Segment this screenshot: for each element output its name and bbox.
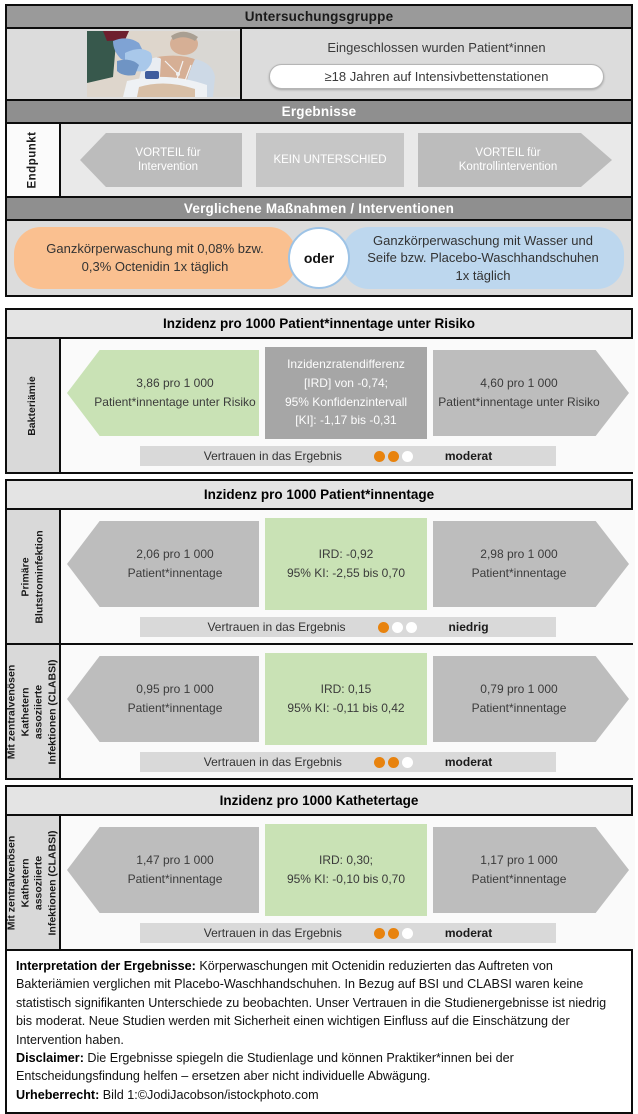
- footer-notes: Interpretation der Ergebnisse: Körperwas…: [5, 949, 633, 1114]
- section-title: Inzidenz pro 1000 Patient*innentage unte…: [7, 310, 631, 339]
- effect-estimate-box: Inzidenzratendifferenz [IRD] von -0,74; …: [265, 347, 427, 439]
- copyright-line: Urheberrecht: Bild 1:©JodiJacobson/istoc…: [16, 1087, 319, 1102]
- endpoint-legend-shapes: VORTEIL für Intervention KEIN UNTERSCHIE…: [61, 124, 631, 196]
- legend-arrow-intervention: VORTEIL für Intervention: [80, 133, 242, 187]
- confidence-dot-filled: [387, 450, 399, 462]
- interventions-row: Ganzkörperwaschung mit 0,08% bzw. 0,3% O…: [7, 221, 631, 295]
- confidence-dots: [373, 450, 413, 462]
- intervention-result-arrow: 0,95 pro 1 000 Patient*innentage: [67, 656, 259, 742]
- confidence-dot-empty: [401, 756, 413, 768]
- inclusion-info: Eingeschlossen wurden Patient*innen ≥18 …: [242, 29, 631, 99]
- control-result-arrow: 2,98 pro 1 000 Patient*innentage: [433, 521, 629, 607]
- outcome-row-bakteriaemie: Bakteriämie 3,86 pro 1 000 Patient*innen…: [7, 339, 635, 472]
- confidence-dot-filled: [373, 756, 385, 768]
- outcome-row-clabsi-catheter-days: Mit zentralvenösen Kathetern assoziierte…: [6, 816, 635, 949]
- confidence-bar: Vertrauen in das Ergebnis moderat: [140, 752, 556, 772]
- confidence-dots: [373, 927, 413, 939]
- study-group-block: Untersuchungsgruppe: [5, 4, 633, 101]
- oder-connector: oder: [288, 227, 350, 289]
- outcome-label-cell: Bakteriämie: [7, 339, 61, 472]
- confidence-dot-empty: [391, 621, 403, 633]
- confidence-dot-filled: [373, 450, 385, 462]
- patient-washing-photo: [87, 31, 240, 97]
- intervention-result-arrow: 3,86 pro 1 000 Patient*innentage unter R…: [67, 350, 259, 436]
- effect-estimate-box: IRD: 0,30; 95% KI: -0,10 bis 0,70: [265, 824, 427, 916]
- intervention-pill: Ganzkörperwaschung mit 0,08% bzw. 0,3% O…: [14, 227, 296, 289]
- inclusion-description: Eingeschlossen wurden Patient*innen: [327, 39, 546, 55]
- outcome-label-cell: Mit zentralvenösen Kathetern assoziierte…: [6, 816, 61, 949]
- confidence-dots: [373, 756, 413, 768]
- section-incidence-patient-days: Inzidenz pro 1000 Patient*innentage Prim…: [5, 479, 635, 780]
- outcome-label: Bakteriämie: [26, 375, 39, 436]
- disclaimer-paragraph: Disclaimer: Die Ergebnisse spiegeln die …: [16, 1050, 514, 1084]
- confidence-dot-filled: [387, 927, 399, 939]
- inclusion-row: Eingeschlossen wurden Patient*innen ≥18 …: [7, 29, 631, 99]
- confidence-dot-empty: [401, 927, 413, 939]
- inclusion-criteria-pill: ≥18 Jahren auf Intensivbettenstationen: [269, 63, 604, 89]
- outcome-label-cell: Primäre Blutstrominfektion: [7, 510, 61, 643]
- infographic: Untersuchungsgruppe: [5, 4, 635, 1114]
- confidence-level: moderat: [444, 449, 493, 463]
- confidence-level: niedrig: [448, 620, 489, 634]
- interpretation-paragraph: Interpretation der Ergebnisse: Körperwas…: [16, 959, 607, 1047]
- outcome-row-clabsi-patient-days: Mit zentralvenösen Kathetern assoziierte…: [6, 643, 635, 778]
- confidence-dot-empty: [405, 621, 417, 633]
- endpoint-axis-label: Endpunkt: [26, 131, 39, 189]
- results-header: Ergebnisse: [7, 101, 631, 124]
- confidence-bar: Vertrauen in das Ergebnis niedrig: [140, 617, 556, 637]
- confidence-dot-filled: [373, 927, 385, 939]
- outcome-row-bsi: Primäre Blutstrominfektion 2,06 pro 1 00…: [7, 510, 635, 643]
- study-group-header: Untersuchungsgruppe: [7, 6, 631, 29]
- confidence-dot-filled: [377, 621, 389, 633]
- effect-estimate-box: IRD: 0,15 95% KI: -0,11 bis 0,42: [265, 653, 427, 745]
- control-result-arrow: 1,17 pro 1 000 Patient*innentage: [433, 827, 629, 913]
- outcome-label-cell: Mit zentralvenösen Kathetern assoziierte…: [6, 645, 61, 778]
- intervention-result-arrow: 1,47 pro 1 000 Patient*innentage: [67, 827, 259, 913]
- control-result-arrow: 4,60 pro 1 000 Patient*innentage unter R…: [433, 350, 629, 436]
- confidence-bar: Vertrauen in das Ergebnis moderat: [140, 446, 556, 466]
- section-title: Inzidenz pro 1000 Kathetertage: [7, 787, 631, 816]
- interventions-header: Verglichene Maßnahmen / Interventionen: [7, 198, 631, 221]
- control-pill: Ganzkörperwaschung mit Wasser und Seife …: [342, 227, 624, 289]
- endpoint-legend-row: Endpunkt VORTEIL für Intervention KEIN U…: [7, 124, 631, 196]
- effect-estimate-box: IRD: -0,92 95% KI: -2,55 bis 0,70: [265, 518, 427, 610]
- legend-arrow-control: VORTEIL für Kontrollintervention: [418, 133, 612, 187]
- photo-cell: [7, 29, 242, 99]
- confidence-dot-filled: [387, 756, 399, 768]
- confidence-bar: Vertrauen in das Ergebnis moderat: [140, 923, 556, 943]
- results-legend-block: Ergebnisse Endpunkt VORTEIL für Interven…: [5, 99, 633, 198]
- section-incidence-at-risk: Inzidenz pro 1000 Patient*innentage unte…: [5, 308, 635, 474]
- confidence-level: moderat: [444, 926, 493, 940]
- intervention-result-arrow: 2,06 pro 1 000 Patient*innentage: [67, 521, 259, 607]
- legend-box-no-difference: KEIN UNTERSCHIED: [256, 133, 404, 187]
- confidence-dots: [377, 621, 417, 633]
- interventions-block: Verglichene Maßnahmen / Interventionen G…: [5, 196, 633, 297]
- control-result-arrow: 0,79 pro 1 000 Patient*innentage: [433, 656, 629, 742]
- section-title: Inzidenz pro 1000 Patient*innentage: [7, 481, 631, 510]
- confidence-level: moderat: [444, 755, 493, 769]
- section-incidence-catheter-days: Inzidenz pro 1000 Kathetertage Mit zentr…: [5, 785, 635, 951]
- confidence-dot-empty: [401, 450, 413, 462]
- endpoint-axis-cell: Endpunkt: [7, 124, 61, 196]
